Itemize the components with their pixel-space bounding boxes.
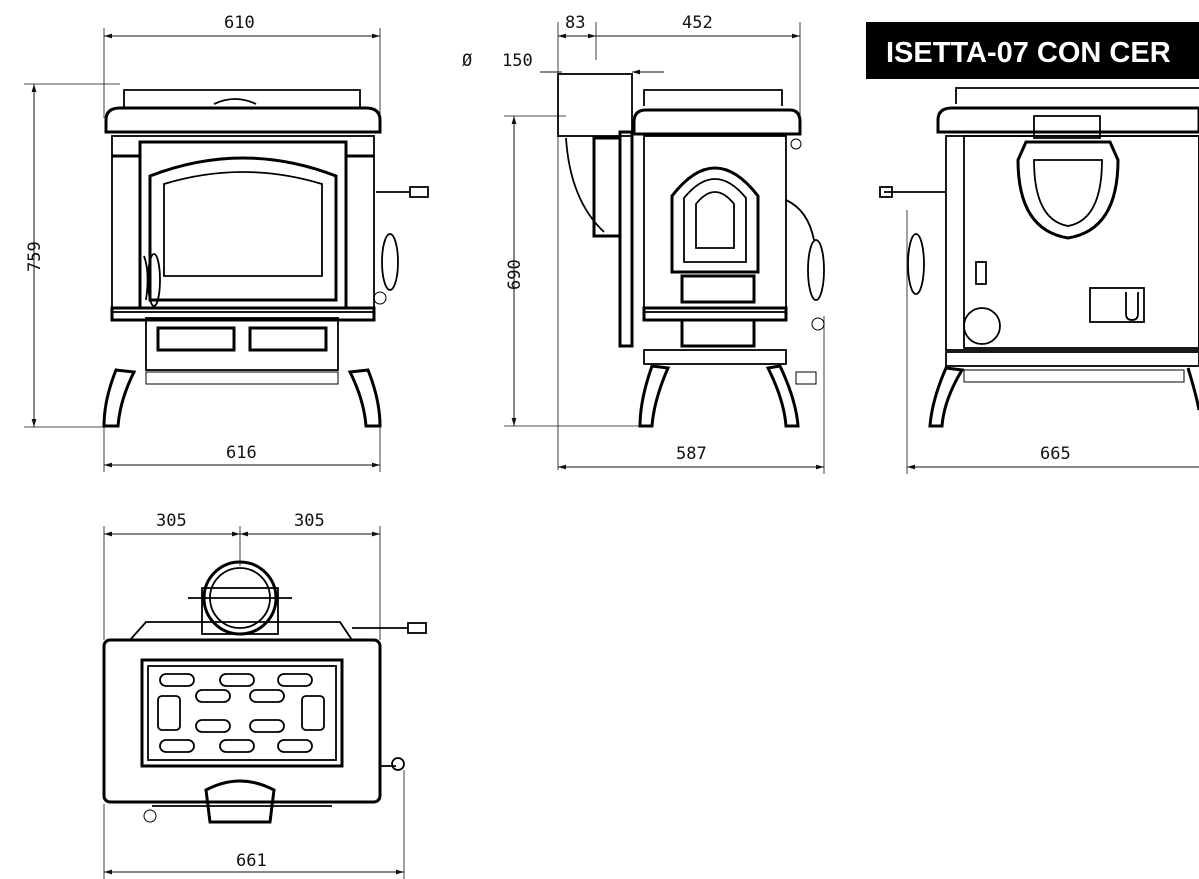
dim-flue-diameter-symbol: Ø [462, 51, 472, 71]
dim-front-height: 759 [25, 241, 45, 272]
dim-side-flue-offset: 83 [565, 13, 585, 33]
rear-view: 665 [879, 87, 1199, 474]
top-view: 305 305 661 [102, 511, 427, 879]
dim-front-top-width: 610 [224, 13, 255, 33]
dim-side-bottom-depth: 587 [676, 444, 707, 464]
dim-front-bottom-width: 616 [226, 443, 257, 463]
dim-rear-width: 665 [1040, 444, 1071, 464]
front-view: 610 759 616 [24, 13, 429, 472]
side-view: 83 452 Ø 150 690 587 [462, 13, 825, 474]
dim-top-right-half: 305 [294, 511, 325, 531]
dim-top-left-half: 305 [156, 511, 187, 531]
title-banner: ISETTA-07 CON CER [866, 22, 1199, 79]
dim-top-total-width: 661 [236, 851, 267, 871]
dim-side-top-depth: 452 [682, 13, 713, 33]
title-text: ISETTA-07 CON CER [886, 37, 1171, 69]
dim-side-flue-height: 690 [505, 259, 525, 290]
dim-flue-diameter: 150 [502, 51, 533, 71]
